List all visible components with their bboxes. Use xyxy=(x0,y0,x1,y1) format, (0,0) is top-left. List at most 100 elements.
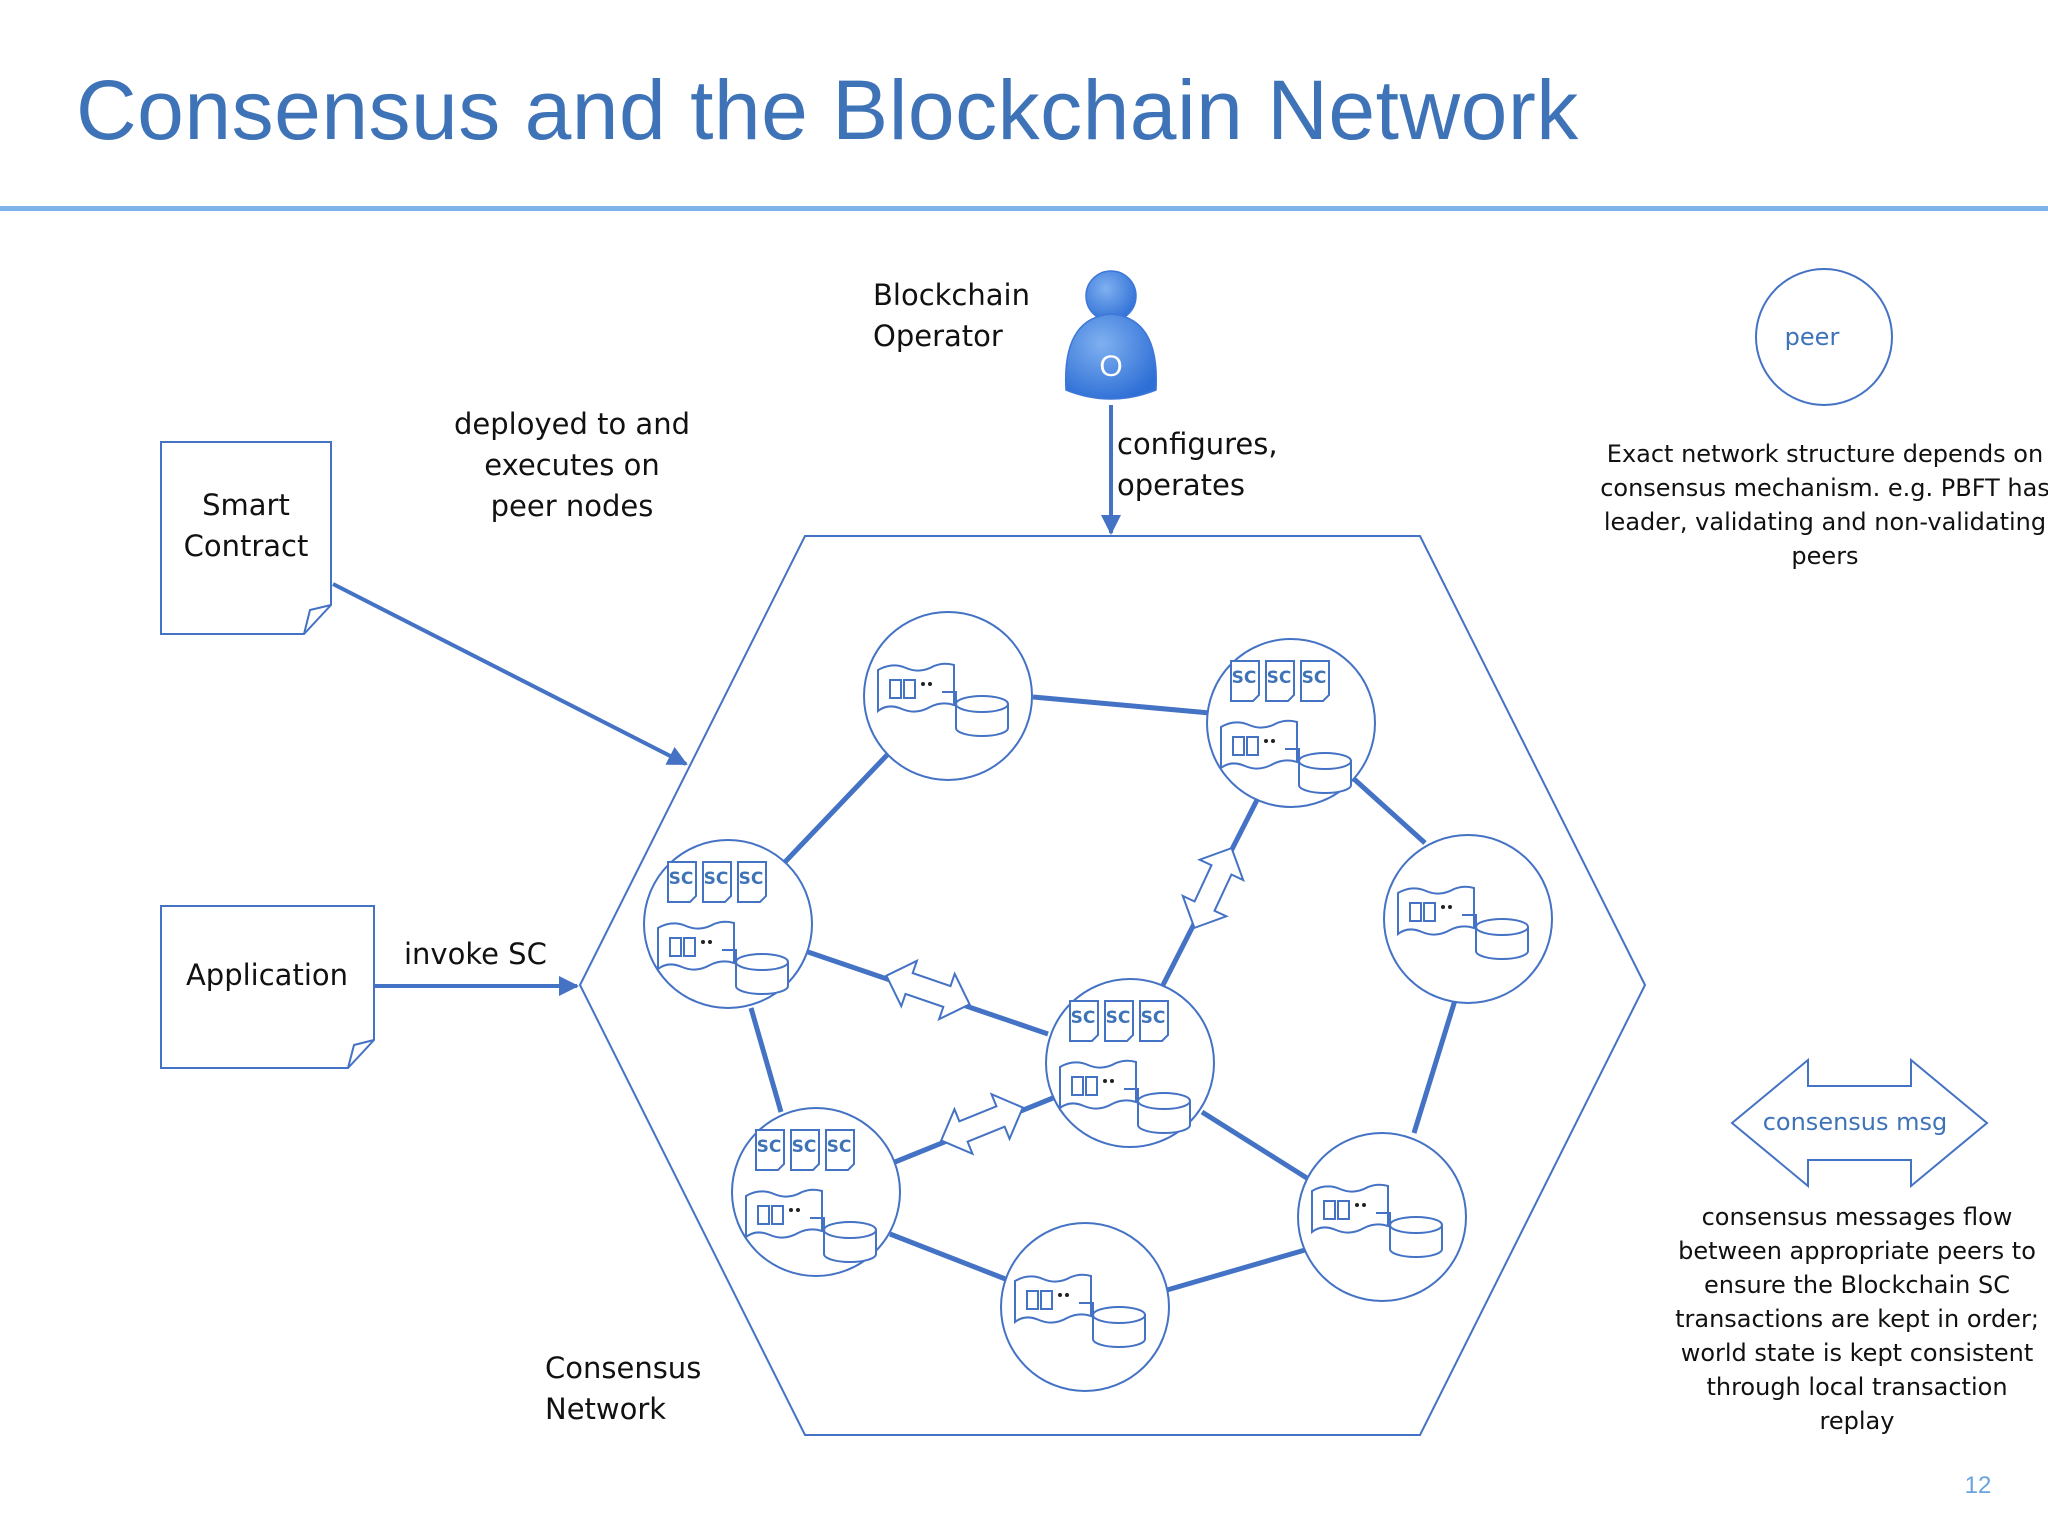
consensus-note-line: replay xyxy=(1820,1407,1895,1435)
structure-note-line: consensus mechanism. e.g. PBFT has xyxy=(1600,474,2048,502)
sc-label: SC xyxy=(704,869,729,889)
consensus-msg-arrow-1 xyxy=(885,958,971,1022)
sc-document-icon xyxy=(702,861,732,903)
ellipsis-dot xyxy=(921,682,925,686)
block-icon xyxy=(683,937,696,957)
sc-document-icon xyxy=(1300,660,1330,702)
sc-label: SC xyxy=(1106,1008,1131,1028)
consensus-note-line: between appropriate peers to xyxy=(1678,1237,2036,1265)
edge-center-bottom-right xyxy=(1200,1109,1312,1183)
sc-label: SC xyxy=(792,1137,817,1157)
sc-document-icon xyxy=(825,1129,855,1171)
peer-node-top-left xyxy=(863,611,1033,781)
peer-node-right xyxy=(1383,834,1553,1004)
peer-node-bottom-right xyxy=(1297,1132,1467,1302)
deploy-arrow xyxy=(332,582,688,766)
database-icon xyxy=(954,695,1009,737)
smart-contract-document: Smart Contract xyxy=(160,441,332,635)
block-icon xyxy=(1337,1200,1350,1220)
ellipsis-dot xyxy=(1271,739,1275,743)
legend-consensus-msg-label: consensus msg xyxy=(1763,1108,1948,1136)
consensus-note-line: consensus messages flow xyxy=(1702,1203,2013,1231)
smart-contract-line2: Contract xyxy=(184,529,309,563)
ellipsis-dot xyxy=(1355,1203,1359,1207)
ellipsis-dot xyxy=(1110,1079,1114,1083)
legend-consensus-msg-arrow xyxy=(1730,1057,1989,1189)
block-icon xyxy=(1323,1200,1336,1220)
peer-node-center: SC SC SC xyxy=(1045,978,1215,1148)
block-icon xyxy=(757,1205,770,1225)
application-document: Application xyxy=(160,905,375,1069)
legend-peer-circle xyxy=(1755,268,1893,406)
block-icon xyxy=(1085,1076,1098,1096)
configures-label-line2: operates xyxy=(1117,468,1245,502)
page-number: 12 xyxy=(1965,1472,1992,1499)
sc-document-icon xyxy=(1139,1000,1169,1042)
sc-label: SC xyxy=(1302,668,1327,688)
ellipsis-dot xyxy=(701,940,705,944)
ellipsis-dot xyxy=(1448,905,1452,909)
database-icon xyxy=(1474,918,1529,960)
sc-document-icon xyxy=(667,861,697,903)
sc-document-icon xyxy=(1265,660,1295,702)
ellipsis-dot xyxy=(1264,739,1268,743)
edge-left-bottom-left xyxy=(748,1007,784,1113)
edge-top-left-left xyxy=(783,752,890,864)
ellipsis-dot xyxy=(1103,1079,1107,1083)
structure-note-line: peers xyxy=(1791,542,1858,570)
smart-contract-line1: Smart xyxy=(202,488,290,522)
legend-peer-label: peer xyxy=(1785,323,1840,351)
sc-document-icon xyxy=(1104,1000,1134,1042)
database-icon xyxy=(1388,1216,1443,1258)
edge-bottom-left-bottom xyxy=(889,1231,1009,1283)
database-icon xyxy=(734,953,789,995)
block-icon xyxy=(771,1205,784,1225)
deployed-label-line1: deployed to and xyxy=(454,407,690,441)
block-icon xyxy=(1071,1076,1084,1096)
sc-label: SC xyxy=(1267,668,1292,688)
block-icon xyxy=(903,679,916,699)
sc-label: SC xyxy=(1141,1008,1166,1028)
block-icon xyxy=(1409,902,1422,922)
edge-top-right-right xyxy=(1352,777,1427,845)
operator-label-line2: Operator xyxy=(873,319,1003,353)
invoke-label: invoke SC xyxy=(404,937,547,971)
sc-label: SC xyxy=(757,1137,782,1157)
operator-badge: O xyxy=(1099,350,1122,383)
consensus-network-line1: Consensus xyxy=(545,1351,701,1385)
block-icon xyxy=(1423,902,1436,922)
edge-right-bottom-right xyxy=(1411,983,1463,1134)
ellipsis-dot xyxy=(1058,1293,1062,1297)
ellipsis-dot xyxy=(1441,905,1445,909)
block-icon xyxy=(1232,736,1245,756)
ellipsis-dot xyxy=(789,1208,793,1212)
structure-note-line: Exact network structure depends on xyxy=(1607,440,2043,468)
deployed-label-line3: peer nodes xyxy=(491,489,654,523)
structure-note-line: leader, validating and non-validating xyxy=(1604,508,2046,536)
block-icon xyxy=(1026,1290,1039,1310)
ellipsis-dot xyxy=(928,682,932,686)
consensus-network-line2: Network xyxy=(545,1392,666,1426)
structure-note: Exact network structure depends on conse… xyxy=(1600,440,2048,570)
sc-document-icon xyxy=(737,861,767,903)
sc-label: SC xyxy=(1071,1008,1096,1028)
sc-document-icon xyxy=(1069,1000,1099,1042)
block-icon xyxy=(889,679,902,699)
ellipsis-dot xyxy=(796,1208,800,1212)
edge-top-left-top-right xyxy=(1032,694,1211,716)
consensus-note-line: transactions are kept in order; xyxy=(1675,1305,2039,1333)
consensus-network-hexagon xyxy=(578,535,1647,1436)
consensus-note-line: through local transaction xyxy=(1706,1373,2007,1401)
application-label: Application xyxy=(186,958,348,992)
consensus-note: consensus messages flow between appropri… xyxy=(1675,1203,2039,1435)
edge-bottom-right-bottom xyxy=(1166,1247,1306,1293)
ellipsis-dot xyxy=(1065,1293,1069,1297)
configures-label-line1: configures, xyxy=(1117,427,1278,461)
block-icon xyxy=(1040,1290,1053,1310)
database-icon xyxy=(1136,1092,1191,1134)
